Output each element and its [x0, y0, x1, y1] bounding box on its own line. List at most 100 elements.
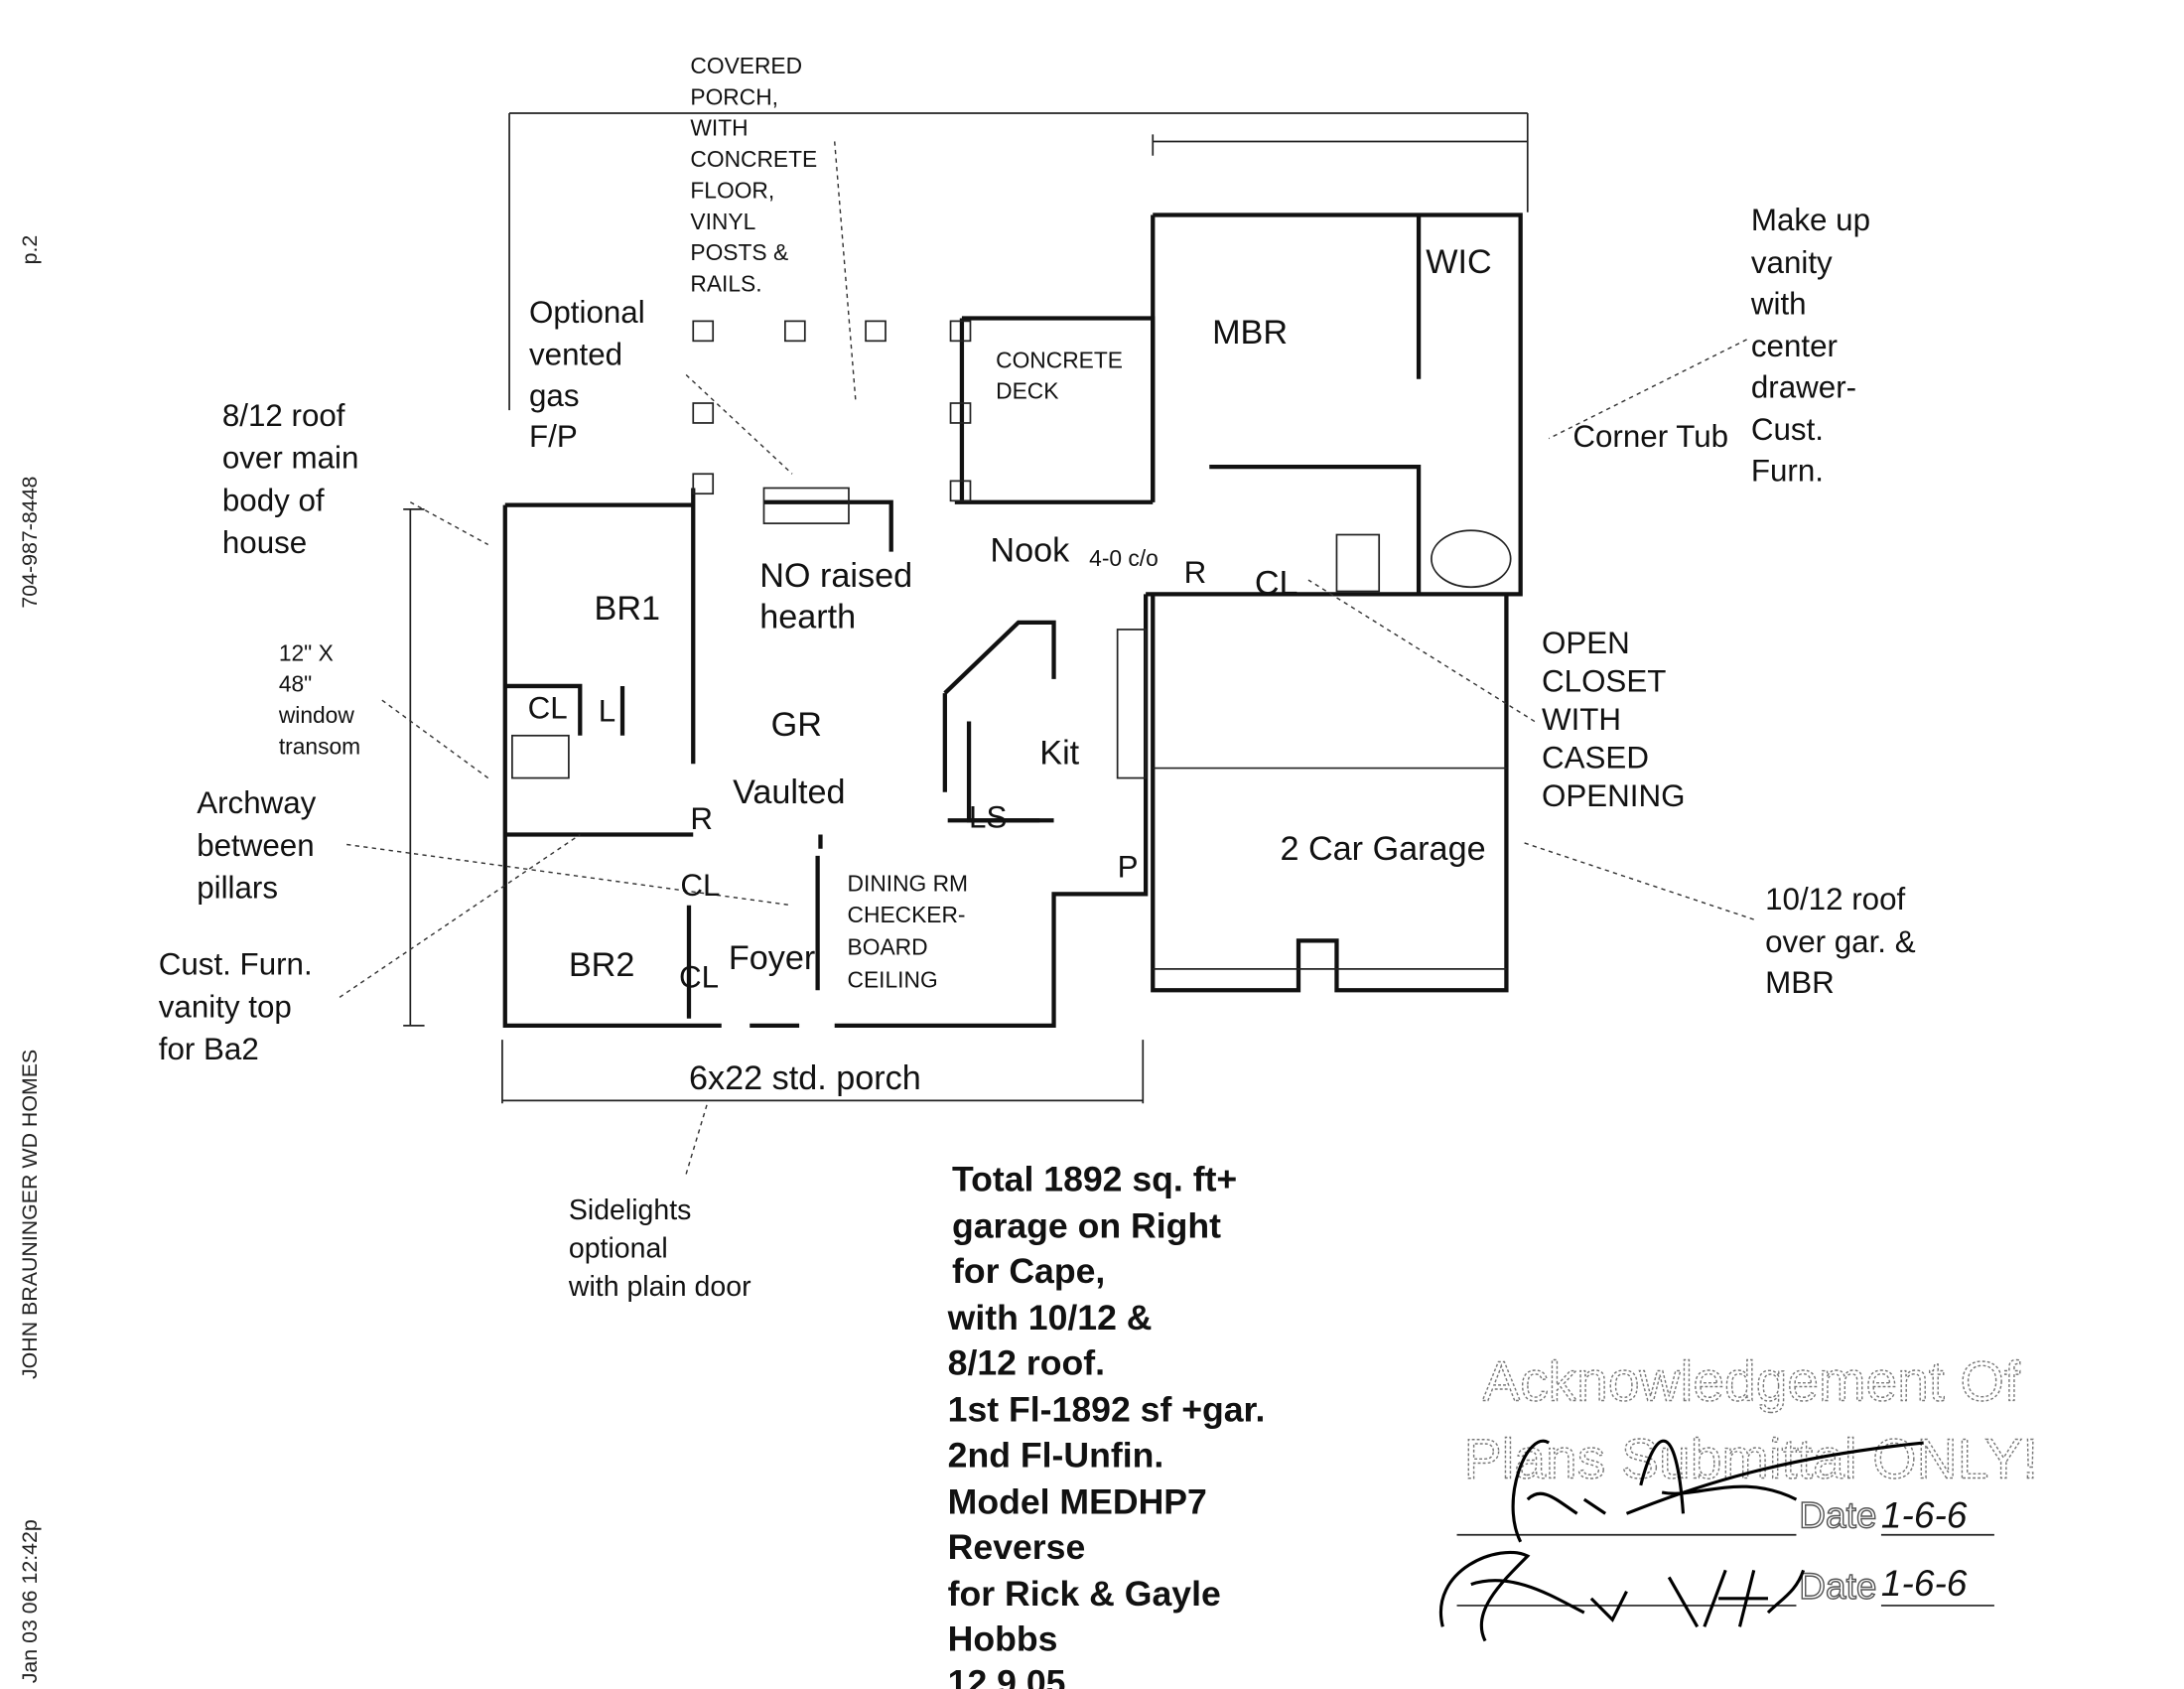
- summary-line: 2nd Fl-Unfin.: [948, 1435, 1164, 1475]
- fax-header: Jan 03 06 12:42p JOHN BRAUNINGER WD HOME…: [18, 235, 42, 1684]
- fax-page: p.2: [18, 235, 42, 265]
- label-line: PORCH,: [690, 83, 778, 109]
- garage-label: 2 Car Garage: [1280, 830, 1485, 868]
- note-line: body of: [222, 483, 325, 517]
- note-line: vanity: [1751, 245, 1833, 280]
- deck-label: CONCRETE: [996, 347, 1123, 372]
- gr-label: GR: [771, 706, 822, 744]
- note-line: house: [222, 525, 307, 560]
- note-line: Optional: [529, 295, 645, 330]
- porch-posts: [692, 320, 972, 502]
- foyer-label: Foyer: [729, 939, 815, 977]
- note-line: CASED: [1542, 741, 1649, 775]
- kit-label: Kit: [1039, 734, 1079, 772]
- mbr-label: MBR: [1212, 314, 1288, 352]
- note-line: Furn.: [1751, 453, 1824, 488]
- summary-line: Reverse: [948, 1527, 1086, 1567]
- note-line: gas: [529, 378, 580, 413]
- note-line: Cust.: [1751, 412, 1824, 447]
- date-label-1: Date: [1799, 1494, 1876, 1536]
- note-line: with: [1750, 286, 1807, 321]
- l-label: L: [599, 694, 615, 729]
- summary-line: garage on Right: [952, 1206, 1221, 1246]
- roof-garage-note: 10/12 roof over gar. & MBR: [1765, 882, 1916, 1000]
- signature-date-1: 1-6-6: [1881, 1494, 1968, 1536]
- note-line: OPEN: [1542, 626, 1630, 660]
- date-label-2: Date: [1799, 1565, 1876, 1607]
- note-line: vented: [529, 338, 622, 372]
- fax-phone: 704-987-8448: [18, 477, 42, 609]
- note-line: pillars: [197, 871, 278, 906]
- note-line: 12" X: [279, 639, 334, 665]
- note-line: window: [278, 702, 355, 728]
- note-line: with plain door: [568, 1271, 751, 1303]
- summary-line: Hobbs: [948, 1619, 1058, 1659]
- note-line: over gar. &: [1765, 924, 1916, 959]
- note-line: F/P: [529, 419, 578, 454]
- note-line: center: [1751, 329, 1838, 363]
- summary-line: for Rick & Gayle: [948, 1574, 1221, 1614]
- plan-summary: Total 1892 sq. ft+ garage on Right for C…: [947, 1160, 1266, 1689]
- note-line: 8/12 roof: [222, 398, 345, 433]
- pantry-label: P: [1118, 849, 1139, 884]
- note-line: transom: [279, 733, 360, 759]
- r-label: R: [1184, 555, 1207, 590]
- br2-label: BR2: [569, 946, 635, 984]
- summary-line: Total 1892 sq. ft+: [952, 1160, 1237, 1199]
- vanity-ba2-note: Cust. Furn. vanity top for Ba2: [159, 947, 313, 1066]
- fax-datetime: Jan 03 06 12:42p: [18, 1519, 42, 1683]
- annotations: Optional vented gas F/P 8/12 roof over m…: [159, 203, 1916, 1303]
- fireplace: [762, 487, 850, 524]
- br1-label: BR1: [595, 590, 661, 628]
- sidelights-note: Sidelights optional with plain door: [568, 1195, 751, 1303]
- transom-note: 12" X 48" window transom: [278, 639, 360, 759]
- stamp-line-1: Acknowledgement Of: [1482, 1349, 2020, 1413]
- nook-opening-label: 4-0 c/o: [1089, 545, 1159, 571]
- summary-line: with 10/12 &: [947, 1298, 1153, 1337]
- fax-sender: JOHN BRAUNINGER WD HOMES: [18, 1050, 42, 1379]
- dining-label: DINING RM: [848, 871, 969, 897]
- summary-line: 1st Fl-1892 sf +gar.: [948, 1390, 1266, 1430]
- note-line: OPENING: [1542, 778, 1685, 813]
- note-line: Cust. Furn.: [159, 947, 313, 982]
- summary-line: 8/12 roof.: [948, 1343, 1105, 1383]
- note-line: WITH: [1542, 702, 1621, 737]
- summary-line: for Cape,: [952, 1251, 1105, 1291]
- note-line: between: [197, 828, 314, 863]
- fireplace-note: Optional vented gas F/P: [529, 295, 645, 454]
- signature-james: [1511, 1439, 1924, 1543]
- floor-plan: [339, 112, 1754, 1175]
- r-label: R: [690, 801, 713, 836]
- note-line: drawer-: [1751, 369, 1856, 404]
- no-hearth-label: hearth: [759, 599, 856, 636]
- room-labels: COVERED PORCH, WITH CONCRETE FLOOR, VINY…: [528, 53, 1492, 1097]
- nook-label: Nook: [990, 532, 1070, 570]
- note-line: CLOSET: [1542, 664, 1666, 699]
- summary-line: Model MEDHP7: [948, 1481, 1207, 1521]
- label-line: CONCRETE: [690, 146, 817, 172]
- vaulted-label: Vaulted: [733, 774, 845, 811]
- signature-ricky: [1438, 1550, 1806, 1642]
- archway-note: Archway between pillars: [197, 785, 316, 905]
- signature-date-2: 1-6-6: [1881, 1562, 1968, 1604]
- stamp-line-2: Plans Submittal ONLY!: [1464, 1428, 2038, 1491]
- note-line: Make up: [1751, 203, 1870, 237]
- corner-tub-note: Corner Tub: [1572, 419, 1728, 454]
- dining-label: BOARD: [848, 934, 928, 960]
- porch-label: 6x22 std. porch: [689, 1059, 921, 1097]
- label-line: POSTS &: [690, 239, 788, 265]
- cl-label: CL: [1255, 564, 1298, 602]
- note-line: 10/12 roof: [1765, 882, 1905, 916]
- wic-label: WIC: [1426, 243, 1491, 281]
- acknowledgement-stamp: Acknowledgement Of Plans Submittal ONLY!…: [1438, 1349, 2039, 1642]
- note-line: for Ba2: [159, 1032, 259, 1066]
- dining-label: CEILING: [848, 966, 938, 992]
- roof-main-note: 8/12 roof over main body of house: [222, 398, 359, 560]
- no-hearth-label: NO raised: [759, 557, 912, 595]
- label-line: COVERED: [690, 53, 802, 78]
- note-line: optional: [569, 1232, 668, 1264]
- cl-label: CL: [679, 959, 719, 994]
- corner-tub: [1431, 529, 1512, 589]
- summary-line: 12.9.05: [948, 1663, 1066, 1689]
